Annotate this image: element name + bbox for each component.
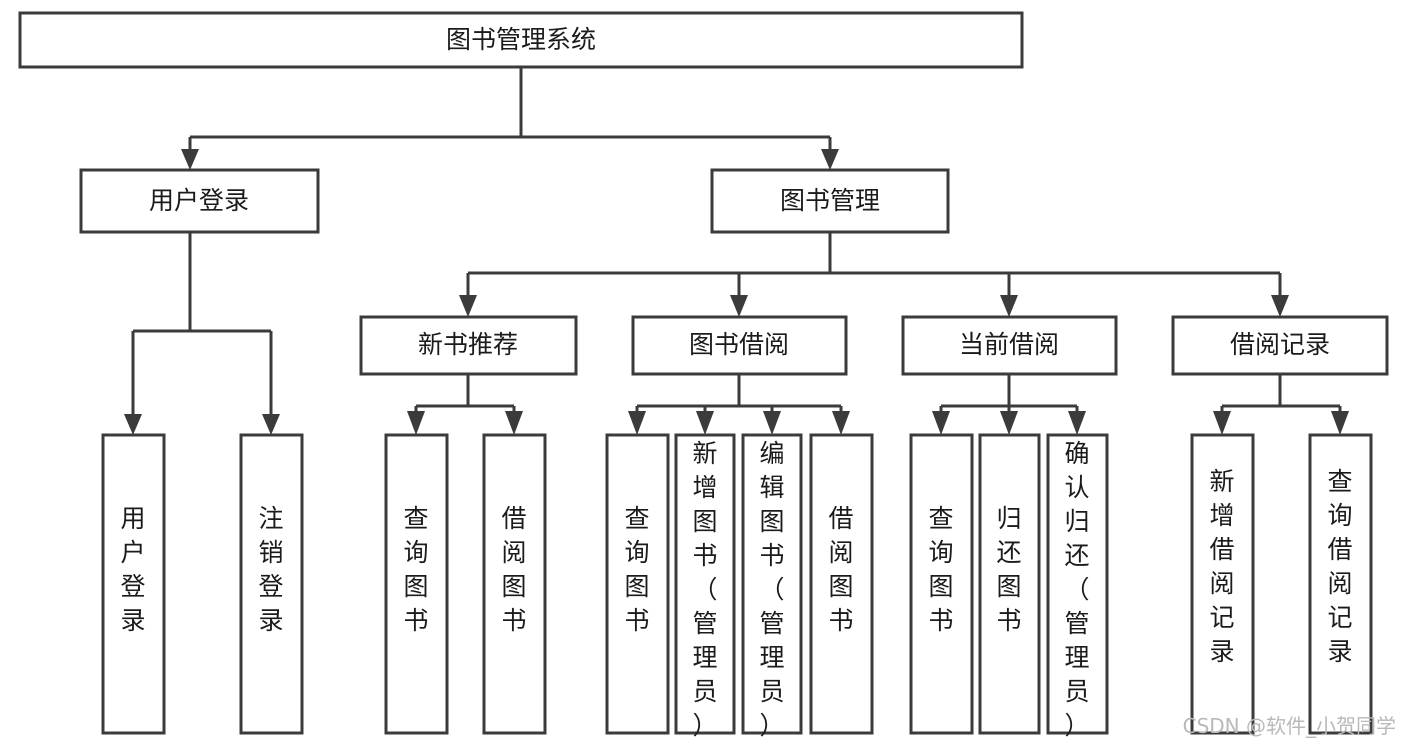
node-borrow-record-box[interactable] (1171, 315, 1389, 376)
leaf-logout-login-box[interactable] (239, 433, 304, 735)
leaf-add-book[interactable]: 新增图书（管理员） (674, 433, 736, 740)
leaf-query-book-1-label: 查询图书 (403, 504, 428, 635)
leaf-add-record-label: 新增借阅记录 (1209, 467, 1234, 666)
node-root-box[interactable] (18, 11, 1024, 69)
node-current-borrow-label: 当前借阅 (959, 330, 1059, 359)
leaf-query-book-3-label: 查询图书 (928, 504, 953, 635)
leaf-confirm-return-label: 确认归还（管理员） (1064, 439, 1089, 740)
node-book-borrow-box[interactable] (631, 315, 848, 376)
arrow-icon (262, 414, 280, 435)
node-book-borrow[interactable]: 图书借阅 (631, 315, 848, 376)
leaf-borrow-book-2-label: 借阅图书 (828, 504, 853, 635)
leaf-query-book-1[interactable]: 查询图书 (384, 433, 449, 735)
connector-borrowrecord-to-leaves (1213, 374, 1349, 435)
leaf-borrow-book-1-box[interactable] (482, 433, 547, 735)
node-root-label: 图书管理系统 (446, 25, 596, 54)
node-current-borrow[interactable]: 当前借阅 (901, 315, 1118, 376)
leaf-query-record-label: 查询借阅记录 (1327, 467, 1352, 666)
leaf-query-book-2-label: 查询图书 (624, 504, 649, 635)
leaf-edit-book-box[interactable] (741, 433, 803, 735)
node-borrow-record[interactable]: 借阅记录 (1171, 315, 1389, 376)
node-book-management[interactable]: 图书管理 (710, 168, 950, 234)
arrow-icon (459, 295, 477, 317)
connector-root-to-level2 (181, 67, 839, 170)
arrow-icon (407, 411, 425, 435)
arrow-icon (696, 411, 714, 435)
arrow-icon (628, 411, 646, 435)
leaf-logout-login-label: 注销登录 (258, 504, 283, 635)
node-current-borrow-box[interactable] (901, 315, 1118, 376)
node-book-borrow-label: 图书借阅 (689, 330, 789, 359)
leaf-query-book-3-box[interactable] (909, 433, 974, 735)
arrow-icon (932, 411, 950, 435)
leaf-return-book-label: 归还图书 (996, 504, 1021, 635)
arrow-icon (505, 411, 523, 435)
leaf-return-book[interactable]: 归还图书 (978, 433, 1041, 735)
leaf-query-record-box[interactable] (1308, 433, 1373, 735)
leaf-return-book-box[interactable] (978, 433, 1041, 735)
arrow-icon (1000, 411, 1018, 435)
arrow-icon (1068, 411, 1086, 435)
node-new-book-recommend[interactable]: 新书推荐 (359, 315, 578, 376)
leaf-add-book-box[interactable] (674, 433, 736, 735)
leaf-query-book-1-box[interactable] (384, 433, 449, 735)
leaf-add-record-box[interactable] (1190, 433, 1255, 735)
node-root[interactable]: 图书管理系统 (18, 11, 1024, 69)
leaf-add-book-label: 新增图书（管理员） (692, 439, 717, 740)
leaf-query-book-2[interactable]: 查询图书 (605, 433, 670, 735)
leaf-edit-book-label: 编辑图书（管理员） (759, 439, 784, 740)
leaf-add-record[interactable]: 新增借阅记录 (1190, 433, 1255, 735)
arrow-icon (1213, 411, 1231, 435)
arrow-icon (763, 411, 781, 435)
leaf-edit-book[interactable]: 编辑图书（管理员） (741, 433, 803, 740)
arrow-icon (730, 295, 748, 317)
leaf-query-book-2-box[interactable] (605, 433, 670, 735)
node-user-login-label: 用户登录 (149, 186, 249, 215)
node-book-management-box[interactable] (710, 168, 950, 234)
leaf-borrow-book-2-box[interactable] (809, 433, 874, 735)
leaf-confirm-return-box[interactable] (1046, 433, 1109, 735)
connector-currentborrow-to-leaves (932, 374, 1086, 435)
leaf-query-record[interactable]: 查询借阅记录 (1308, 433, 1373, 735)
arrow-icon (1000, 295, 1018, 317)
arrow-icon (124, 414, 142, 435)
leaf-logout-login[interactable]: 注销登录 (239, 433, 304, 735)
connector-bookborrow-to-leaves (628, 374, 850, 435)
arrow-icon (1271, 295, 1289, 317)
leaf-borrow-book-1-label: 借阅图书 (501, 504, 526, 635)
leaf-confirm-return[interactable]: 确认归还（管理员） (1046, 433, 1109, 740)
node-user-login[interactable]: 用户登录 (79, 168, 320, 234)
arrow-icon (832, 411, 850, 435)
node-book-management-label: 图书管理 (780, 186, 880, 215)
leaf-user-login-box[interactable] (101, 433, 166, 735)
node-user-login-box[interactable] (79, 168, 320, 234)
node-new-book-recommend-box[interactable] (359, 315, 578, 376)
leaf-query-book-3[interactable]: 查询图书 (909, 433, 974, 735)
node-new-book-recommend-label: 新书推荐 (418, 330, 518, 359)
connector-bookmgmt-to-level3 (459, 232, 1289, 317)
arrow-icon (1331, 411, 1349, 435)
connector-userlogin-to-leaves (124, 232, 280, 435)
leaf-user-login-label: 用户登录 (120, 504, 145, 635)
node-borrow-record-label: 借阅记录 (1230, 330, 1330, 359)
leaf-borrow-book-1[interactable]: 借阅图书 (482, 433, 547, 735)
arrow-icon (181, 149, 199, 170)
connector-newbook-to-leaves (407, 374, 523, 435)
leaf-borrow-book-2[interactable]: 借阅图书 (809, 433, 874, 735)
leaf-user-login[interactable]: 用户登录 (101, 433, 166, 735)
arrow-icon (821, 149, 839, 170)
watermark-label: CSDN @软件_小贺同学 (1183, 714, 1396, 738)
